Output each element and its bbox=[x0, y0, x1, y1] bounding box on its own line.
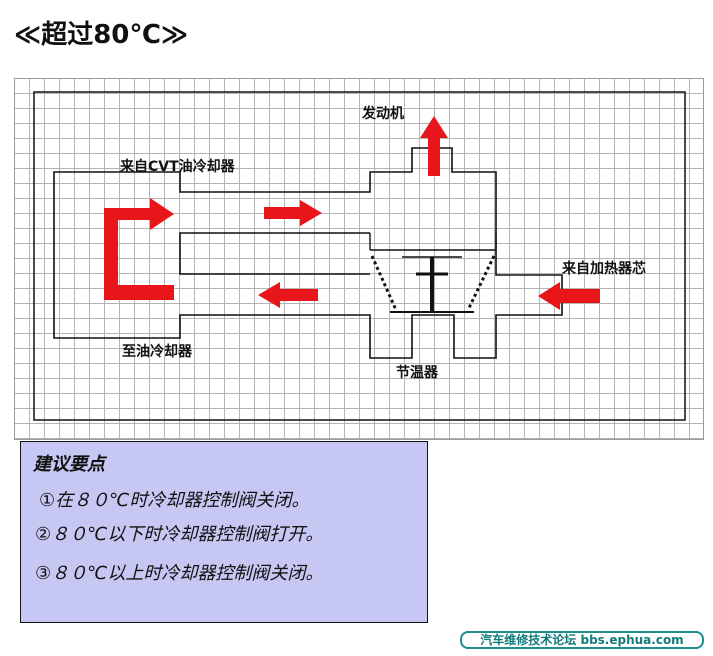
loop-arrow bbox=[104, 198, 174, 300]
forum-watermark: 汽车维修技术论坛 bbs.ephua.com bbox=[460, 631, 704, 649]
label-to-oil-cooler: 至油冷却器 bbox=[122, 344, 192, 360]
arrow-to-engine bbox=[420, 116, 448, 176]
valve-spring-right bbox=[466, 255, 496, 311]
arrow-to-cooler bbox=[258, 282, 318, 308]
flow-arrows bbox=[104, 116, 600, 310]
grid-background bbox=[14, 78, 704, 440]
pipe-inner-channel bbox=[179, 232, 370, 275]
arrow-from-heater bbox=[538, 282, 600, 310]
valve-spring-left bbox=[370, 255, 398, 311]
label-thermostat: 节温器 bbox=[396, 365, 438, 381]
valve-chamber-walls bbox=[369, 233, 497, 250]
label-from-heater-core: 来自加热器芯 bbox=[562, 261, 646, 277]
notes-box: 建议要点 ①在８０℃时冷却器控制阀关闭。 ②８０℃以下时冷却器控制阀打开。 ③８… bbox=[20, 441, 428, 623]
diagram-frame bbox=[33, 91, 686, 421]
label-engine: 发动机 bbox=[362, 106, 404, 122]
note-item-2: ②８０℃以下时冷却器控制阀打开。 bbox=[35, 524, 324, 545]
note-item-1: ①在８０℃时冷却器控制阀关闭。 bbox=[39, 490, 310, 511]
arrow-to-valve bbox=[264, 200, 322, 226]
page-title: ≪超过80℃≫ bbox=[14, 20, 189, 50]
label-from-cvt-cooler: 来自CVT油冷却器 bbox=[120, 159, 235, 175]
note-item-3: ③８０℃以上时冷却器控制阀关闭。 bbox=[35, 563, 324, 584]
notes-heading: 建议要点 bbox=[33, 454, 105, 475]
pipe-outline bbox=[53, 147, 563, 359]
